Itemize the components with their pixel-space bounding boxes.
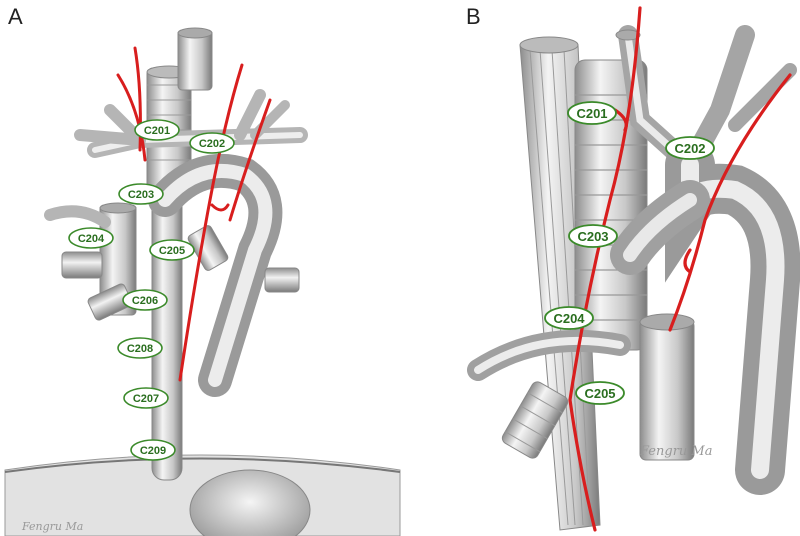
label-c203-a: C203 [119,184,163,204]
svg-text:C202: C202 [199,138,225,150]
svg-text:C205: C205 [584,386,615,401]
panel-a-illustration: Fengru Ma [5,28,400,536]
svg-text:C203: C203 [577,229,608,244]
svg-text:C202: C202 [674,141,705,156]
svg-text:C201: C201 [144,125,170,137]
label-c201-a: C201 [135,120,179,140]
svg-text:C206: C206 [132,295,158,307]
svg-text:C207: C207 [133,393,159,405]
svg-text:C208: C208 [127,343,153,355]
signature-b: Fengru Ma [639,444,712,459]
label-c202-b: C202 [666,137,714,159]
label-c207-a: C207 [124,388,168,408]
label-c208-a: C208 [118,338,162,358]
svg-text:C204: C204 [553,311,585,326]
label-c201-b: C201 [568,102,616,124]
svg-text:C201: C201 [576,106,607,121]
svg-text:C204: C204 [78,233,105,245]
svg-text:C203: C203 [128,189,154,201]
svg-text:C205: C205 [159,245,185,257]
label-c204-b: C204 [545,307,593,329]
label-c203-b: C203 [569,225,617,247]
label-c202-a: C202 [190,133,234,153]
label-c205-b: C205 [576,382,624,404]
svg-text:C209: C209 [140,445,166,457]
label-c209-a: C209 [131,440,175,460]
label-c205-a: C205 [150,240,194,260]
label-c206-a: C206 [123,290,167,310]
panel-b-illustration: Fengru Ma [478,8,790,530]
label-c204-a: C204 [69,228,113,248]
signature-a: Fengru Ma [21,520,83,533]
